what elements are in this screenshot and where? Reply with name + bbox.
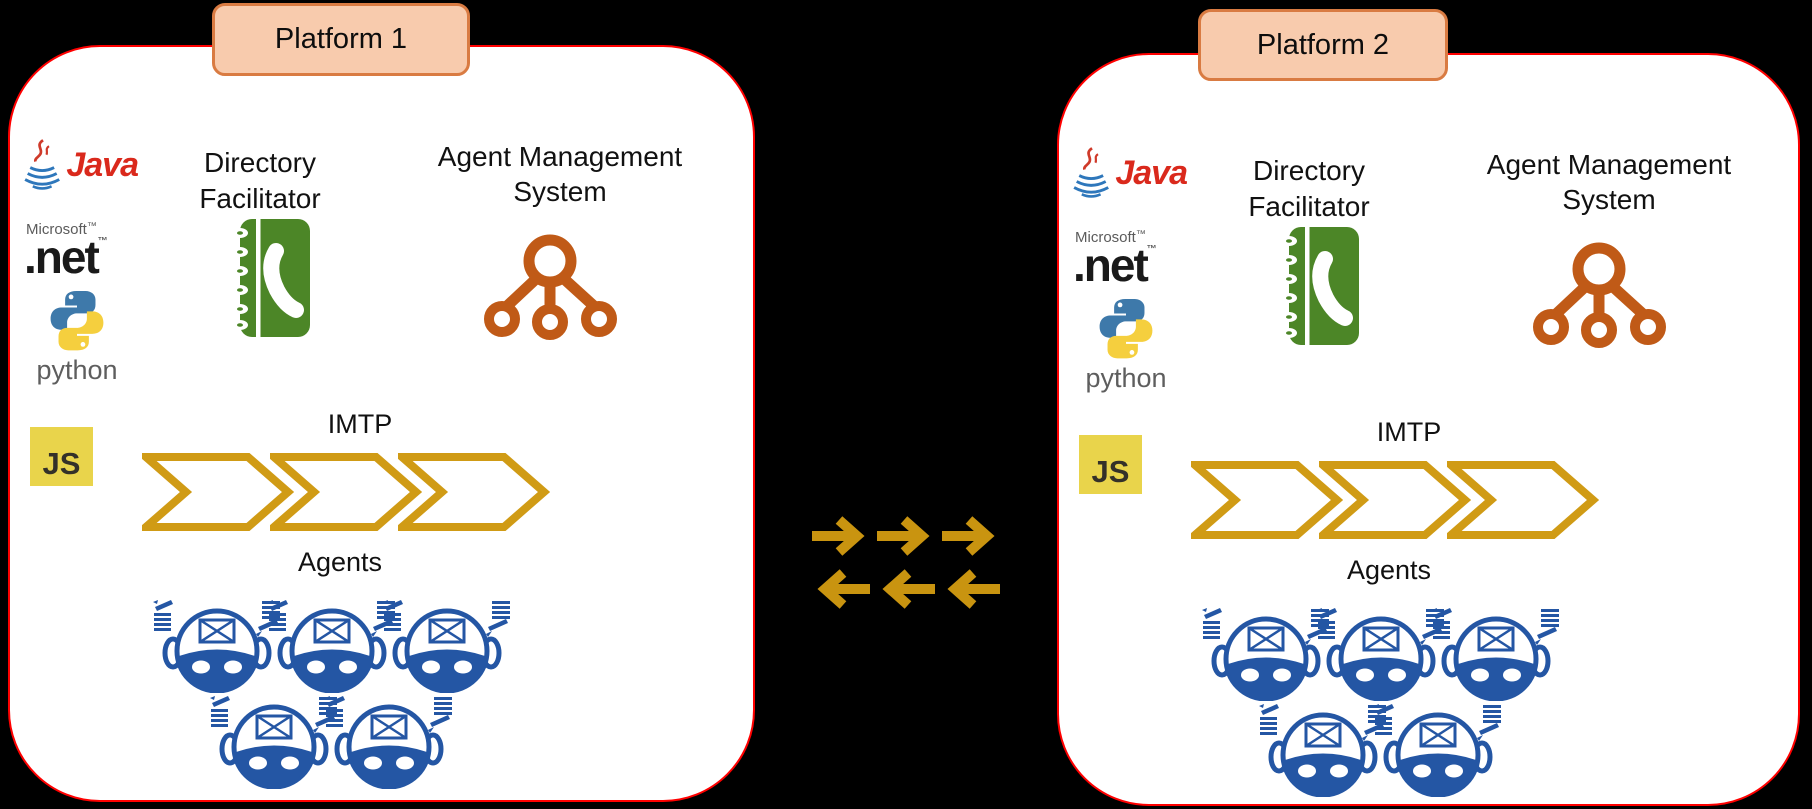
js-logo: JS — [30, 427, 93, 486]
python-logo-label: python — [1085, 363, 1167, 393]
transfer-left-arrow-icon — [940, 567, 1002, 611]
platform-interconnect-arrows — [810, 514, 1014, 618]
platform-1-title: Platform 1 — [212, 3, 470, 76]
agent-management-tree-icon — [478, 231, 623, 341]
microsoft-label: Microsoft — [1075, 229, 1136, 246]
platform-2-container: Java Microsoft™ .net™ python JS Director… — [1057, 53, 1800, 806]
dotnet-tm: ™ — [1146, 244, 1157, 255]
imtp-label: IMTP — [327, 409, 393, 439]
microsoft-label: Microsoft — [26, 221, 87, 238]
python-logo-label: python — [36, 355, 118, 385]
transfer-left-arrow-icon — [810, 567, 872, 611]
java-logo-label: Java — [66, 145, 139, 184]
agent-robot-icon — [382, 593, 512, 693]
agents-label: Agents — [297, 547, 383, 577]
js-logo-label: JS — [1091, 454, 1130, 489]
messages-left-row — [810, 567, 1014, 611]
directory-facilitator-book-icon — [216, 217, 312, 339]
microsoft-tm: ™ — [86, 221, 97, 232]
js-logo-label: JS — [42, 446, 81, 481]
directory-facilitator-label: Directory Facilitator — [199, 147, 321, 214]
dotnet-logo: Microsoft™ .net™ — [24, 221, 136, 280]
dotnet-tm: ™ — [97, 236, 108, 247]
messages-right-row — [810, 514, 1014, 558]
agent-robot-icon — [324, 689, 454, 789]
python-logo-icon — [1093, 295, 1159, 361]
dotnet-label: .net — [1073, 239, 1149, 291]
imtp-label: IMTP — [1376, 417, 1442, 447]
dotnet-label: .net — [24, 231, 100, 283]
platform-2-title: Platform 2 — [1198, 9, 1448, 81]
python-logo: python — [1073, 295, 1179, 394]
directory-facilitator-label: Directory Facilitator — [1248, 155, 1370, 222]
agent-robot-icon — [1258, 697, 1388, 797]
java-cup-icon — [20, 135, 64, 195]
agent-robot-icon — [1431, 601, 1561, 701]
platform-2-title-label: Platform 2 — [1256, 28, 1390, 61]
python-logo-icon — [44, 287, 110, 353]
agent-management-tree-icon — [1527, 239, 1672, 349]
agent-robot-icon — [1201, 601, 1331, 701]
java-cup-icon — [1069, 143, 1113, 203]
agent-robot-icon — [209, 689, 339, 789]
transfer-right-arrow-icon — [810, 514, 872, 558]
directory-facilitator-book-icon — [1265, 225, 1361, 347]
agents-label: Agents — [1346, 555, 1432, 585]
transfer-right-arrow-icon — [875, 514, 937, 558]
agent-robot-icon — [1316, 601, 1446, 701]
agent-management-system-label: Agent Management System — [1486, 149, 1732, 215]
agent-management-system-label: Agent Management System — [437, 141, 683, 207]
python-logo: python — [24, 287, 130, 386]
imtp-chevron-icon — [1447, 461, 1599, 539]
java-logo-label: Java — [1115, 153, 1188, 192]
microsoft-tm: ™ — [1135, 229, 1146, 240]
imtp-chevron-row — [142, 453, 554, 531]
transfer-left-arrow-icon — [875, 567, 937, 611]
js-logo: JS — [1079, 435, 1142, 494]
dotnet-logo: Microsoft™ .net™ — [1073, 229, 1185, 288]
java-logo: Java — [1069, 139, 1188, 207]
agent-robot-icon — [1373, 697, 1503, 797]
transfer-right-arrow-icon — [940, 514, 1002, 558]
java-logo: Java — [20, 131, 139, 199]
platform-1-container: Java Microsoft™ .net™ python JS Director… — [8, 45, 755, 802]
platform-1-title-label: Platform 1 — [274, 23, 408, 55]
agent-robot-icon — [267, 593, 397, 693]
imtp-chevron-icon — [398, 453, 550, 531]
imtp-chevron-row — [1191, 461, 1603, 539]
agent-robot-icon — [152, 593, 282, 693]
